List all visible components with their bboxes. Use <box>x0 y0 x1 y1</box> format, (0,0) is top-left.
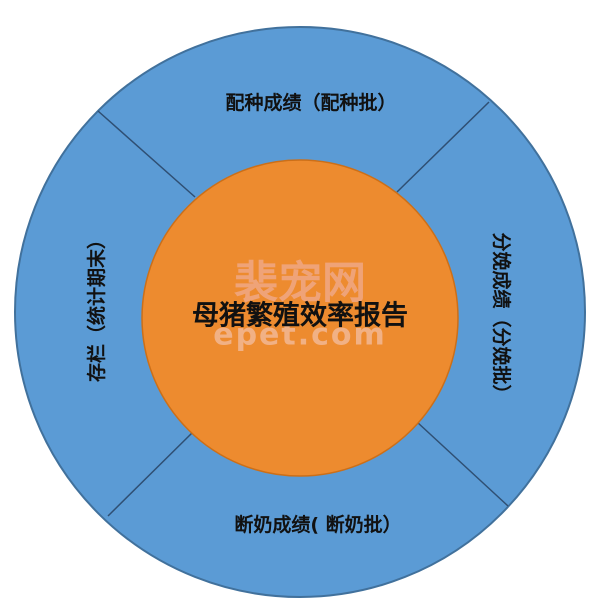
watermark-logo: 裴宠网 epet.com <box>213 258 387 353</box>
divider-top-left <box>97 110 196 198</box>
segment-label-right: 分娩成绩（分娩批） <box>490 232 513 403</box>
divider-top-right <box>396 101 490 193</box>
divider-bottom-left <box>107 430 195 517</box>
divider-bottom-right <box>403 409 509 507</box>
center-circle <box>141 159 459 477</box>
watermark-main-text: 裴宠网 <box>234 258 366 309</box>
segment-label-left: 存栏（统计期末） <box>85 230 108 382</box>
center-title: 母猪繁殖效率报告 <box>192 300 408 332</box>
segment-label-top: 配种成绩（配种批） <box>225 91 396 114</box>
watermark-sub-text: epet.com <box>213 318 387 353</box>
segment-label-bottom: 断奶成绩( 断奶批） <box>234 513 401 536</box>
